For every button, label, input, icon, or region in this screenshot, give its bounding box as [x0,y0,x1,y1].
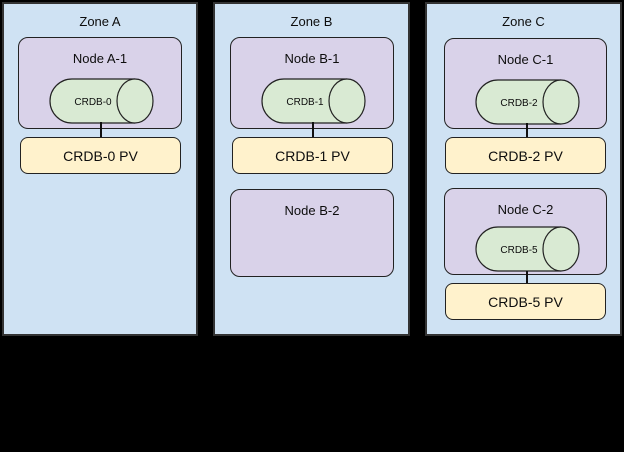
crdb-5-pv-label: CRDB-5 PV [488,293,563,310]
crdb-2-pv-label: CRDB-2 PV [488,147,563,164]
crdb-1-pv: CRDB-1 PV [232,137,393,174]
node-b-1-title: Node B-1 [284,51,340,66]
zone-b-panel: Zone B Node B-1 CRDB-1 CRDB-1 PV Node B-… [213,2,410,336]
connector-line-c2 [526,271,528,283]
crdb-1-pv-label: CRDB-1 PV [275,147,350,164]
zone-a-panel: Zone A Node A-1 CRDB-0 CRDB-0 PV [2,2,198,336]
crdb-2-cylinder: CRDB-2 [475,79,580,125]
zone-a-title: Zone A [79,14,121,29]
crdb-0-cylinder: CRDB-0 [49,78,154,124]
crdb-0-pv-label: CRDB-0 PV [63,147,138,164]
node-b-1: Node B-1 CRDB-1 [230,37,394,129]
cylinder-icon: CRDB-5 [475,226,580,272]
zone-c-title: Zone C [502,14,545,29]
node-a-1: Node A-1 CRDB-0 [18,37,182,129]
connector-line-b1 [312,122,314,137]
node-c-1: Node C-1 CRDB-2 [444,38,607,129]
zone-c-panel: Zone C Node C-1 CRDB-2 CRDB-2 PV Node C-… [425,2,622,336]
node-c-1-title: Node C-1 [497,52,554,67]
crdb-2-label: CRDB-2 [500,98,538,109]
crdb-1-cylinder: CRDB-1 [261,78,366,124]
connector-line-a1 [100,122,102,137]
node-c-2: Node C-2 CRDB-5 [444,188,607,275]
crdb-0-pv: CRDB-0 PV [20,137,181,174]
crdb-2-pv: CRDB-2 PV [445,137,606,174]
cylinder-icon: CRDB-1 [261,78,366,124]
node-c-2-title: Node C-2 [497,202,554,217]
connector-line-c1 [526,123,528,137]
zone-b-title: Zone B [290,14,333,29]
crdb-5-cylinder: CRDB-5 [475,226,580,272]
node-a-1-title: Node A-1 [72,51,128,66]
crdb-1-label: CRDB-1 [286,97,324,108]
crdb-5-pv: CRDB-5 PV [445,283,606,320]
cylinder-icon: CRDB-2 [475,79,580,125]
node-b-2: Node B-2 [230,189,394,277]
crdb-0-label: CRDB-0 [74,97,112,108]
crdb-5-label: CRDB-5 [500,245,538,256]
node-b-2-title: Node B-2 [284,203,340,218]
cylinder-icon: CRDB-0 [49,78,154,124]
